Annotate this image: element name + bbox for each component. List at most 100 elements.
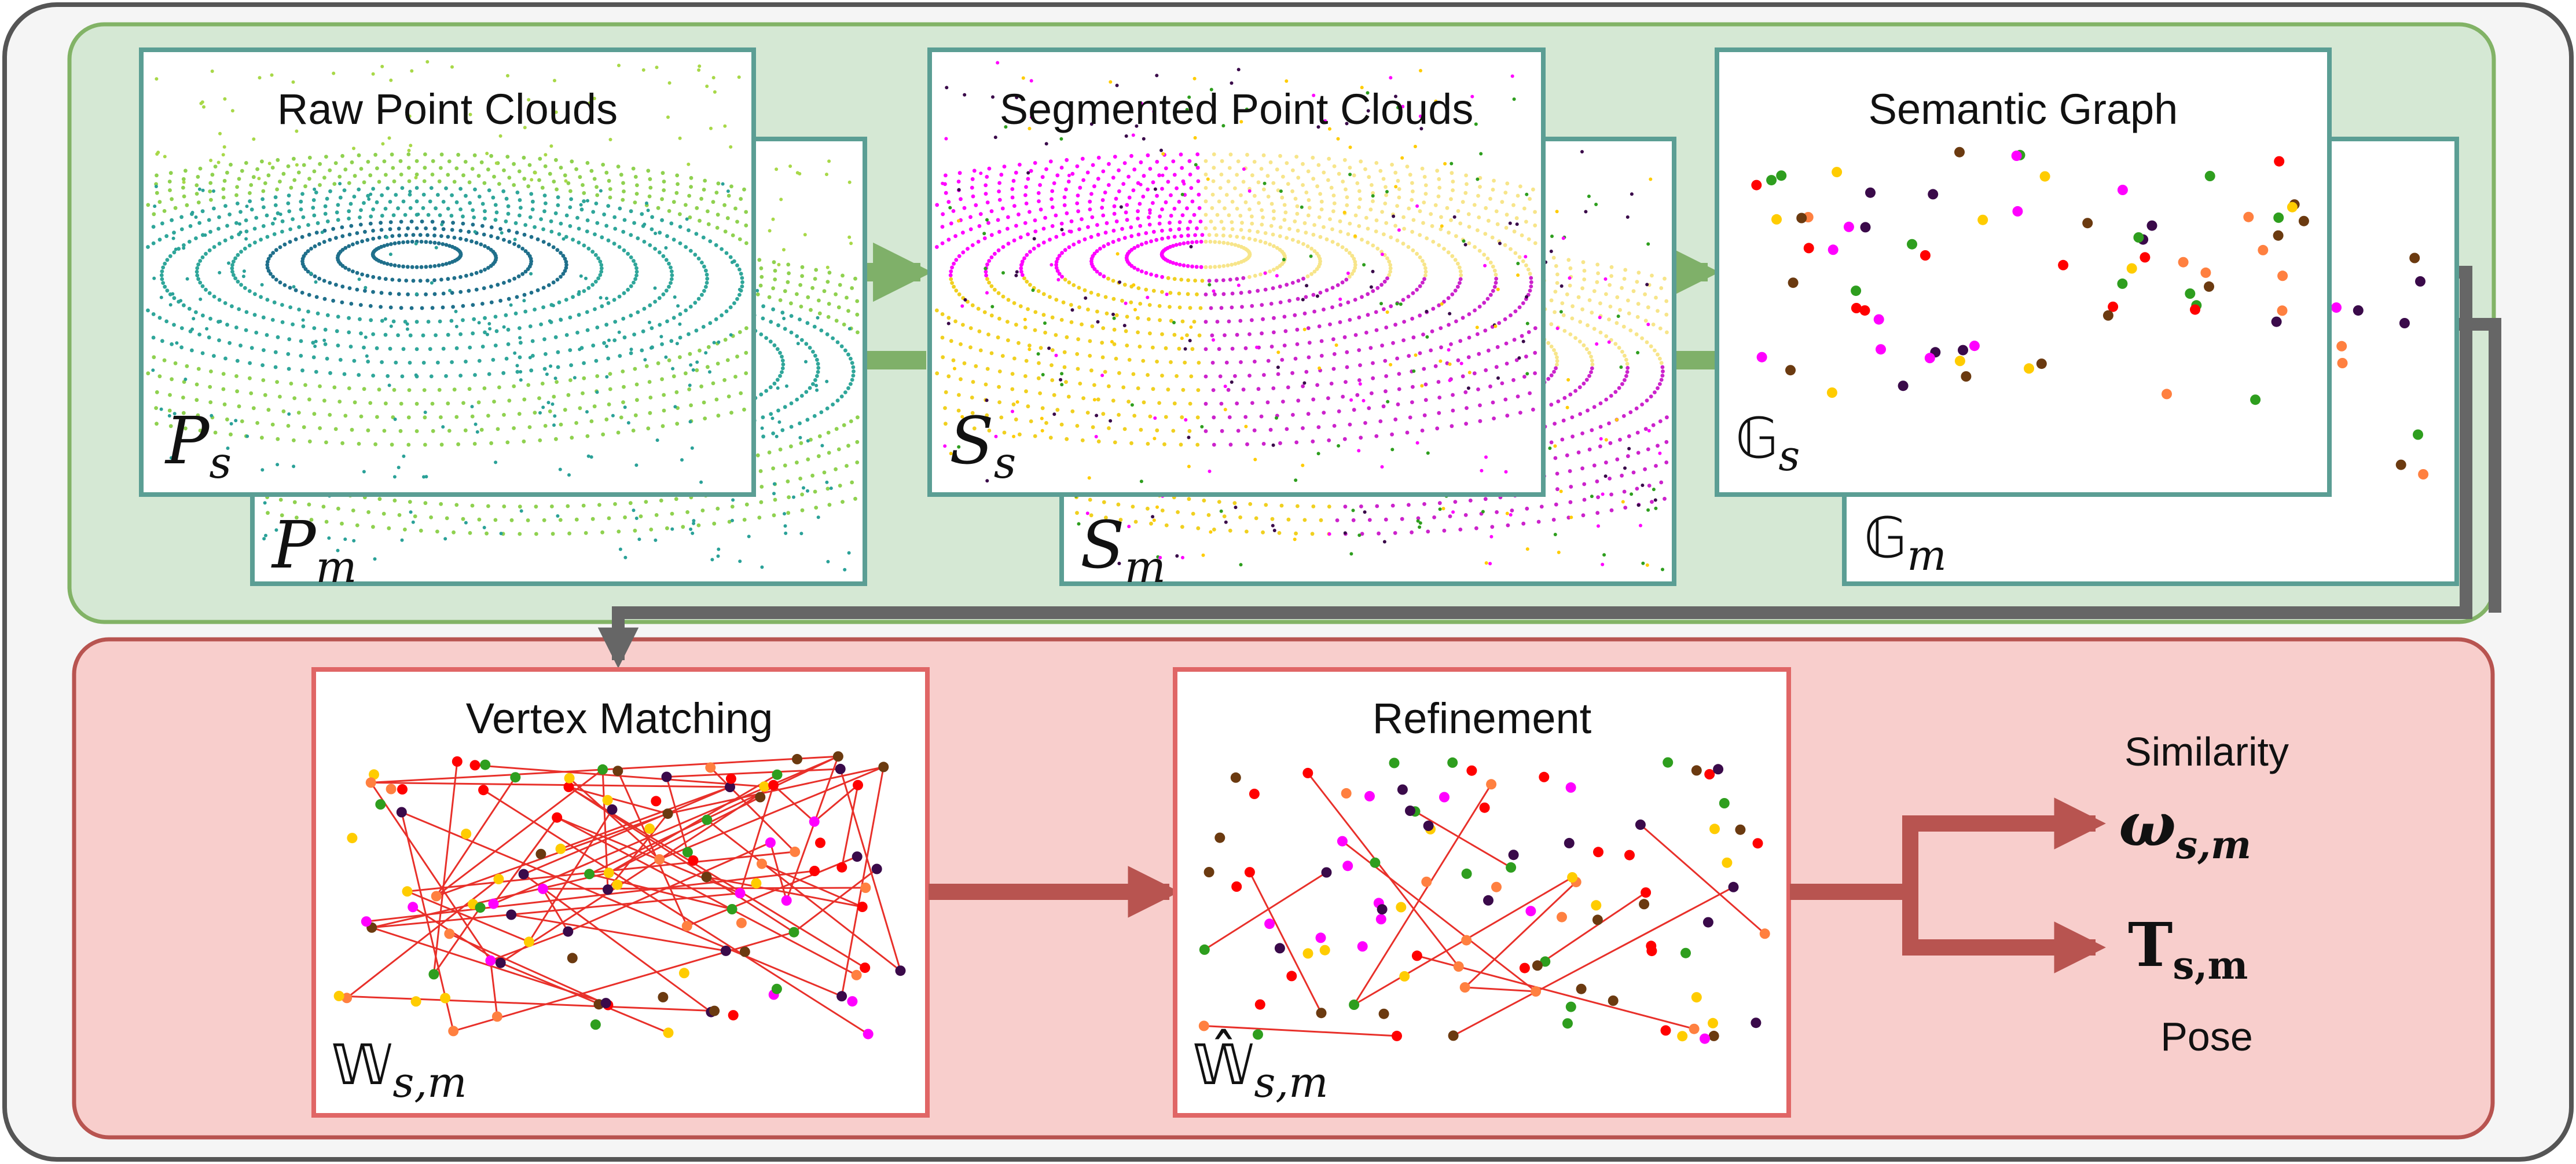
cloud-point xyxy=(648,320,651,324)
cloud-point xyxy=(261,378,266,382)
cloud-point xyxy=(473,230,477,234)
cloud-point xyxy=(648,411,652,415)
cloud-point xyxy=(1077,240,1081,244)
cloud-point xyxy=(342,372,347,376)
cloud-point xyxy=(266,257,271,261)
cloud-point xyxy=(742,187,746,192)
cloud-point xyxy=(1166,276,1170,280)
cloud-point xyxy=(1272,268,1276,272)
cloud-point xyxy=(340,248,345,252)
cloud-point xyxy=(475,430,479,434)
cloud-point xyxy=(1168,228,1173,232)
cloud-point xyxy=(561,254,566,258)
cloud-point xyxy=(551,245,556,250)
cloud-point xyxy=(146,203,151,207)
cloud-point xyxy=(564,262,568,267)
cloud-point xyxy=(1604,460,1608,465)
cloud-point xyxy=(689,185,693,189)
cloud-point xyxy=(454,503,459,507)
cloud-point xyxy=(1132,246,1137,250)
cloud-point xyxy=(172,230,176,235)
cloud-point xyxy=(168,424,173,429)
cloud-point xyxy=(613,502,617,506)
cloud-point xyxy=(856,415,860,420)
cloud-point xyxy=(207,218,211,222)
cloud-point xyxy=(1546,376,1551,381)
cloud-point xyxy=(238,210,243,214)
cloud-point xyxy=(432,278,436,283)
cloud-point xyxy=(332,182,337,186)
cloud-point xyxy=(331,226,335,231)
cloud-point xyxy=(1654,295,1658,300)
cloud-point xyxy=(571,237,575,242)
cloud-point xyxy=(172,296,177,301)
cloud-point xyxy=(1549,402,1554,407)
cloud-point xyxy=(1327,504,1331,509)
cloud-point xyxy=(670,527,674,531)
cloud-point xyxy=(401,240,405,244)
cloud-point xyxy=(548,171,552,176)
cloud-point xyxy=(769,320,773,324)
cloud-point xyxy=(523,223,528,227)
cloud-point xyxy=(1224,520,1228,524)
cloud-point xyxy=(434,246,438,250)
cloud-point xyxy=(486,266,490,270)
cloud-point xyxy=(489,234,493,239)
cloud-point xyxy=(649,227,654,232)
cloud-point xyxy=(513,237,517,241)
cloud-point xyxy=(1120,298,1124,303)
cloud-point xyxy=(1581,513,1586,518)
cloud-point xyxy=(585,328,590,332)
cloud-point xyxy=(706,365,710,369)
cloud-point xyxy=(1635,280,1639,284)
cloud-point xyxy=(851,365,856,369)
cloud-point xyxy=(512,242,516,246)
cloud-point xyxy=(160,269,164,273)
cloud-point xyxy=(799,532,803,536)
cloud-point xyxy=(486,504,490,508)
cloud-point xyxy=(177,247,181,251)
cloud-point xyxy=(744,371,748,375)
cloud-point xyxy=(1253,237,1257,242)
cloud-point xyxy=(678,355,682,360)
cloud-point xyxy=(311,119,315,123)
cloud-point xyxy=(1322,308,1326,312)
cloud-point xyxy=(733,206,737,211)
cloud-point xyxy=(382,429,387,433)
cloud-point xyxy=(611,413,615,418)
cloud-point xyxy=(633,528,637,533)
cloud-point xyxy=(216,160,221,164)
cloud-point xyxy=(472,317,476,321)
cloud-point xyxy=(737,237,742,241)
cloud-point xyxy=(582,376,586,380)
cloud-point xyxy=(535,237,540,241)
cloud-point xyxy=(637,537,641,541)
cloud-point xyxy=(529,192,534,196)
cloud-point xyxy=(1359,504,1363,508)
cloud-point xyxy=(366,360,370,364)
cloud-point xyxy=(541,285,546,290)
cloud-point xyxy=(322,240,326,244)
cloud-point xyxy=(541,227,545,232)
cloud-point xyxy=(1302,518,1307,522)
cloud-point xyxy=(499,532,503,536)
cloud-point xyxy=(842,423,846,427)
cloud-point xyxy=(515,191,520,195)
cloud-point xyxy=(155,191,159,195)
cloud-point xyxy=(544,352,548,356)
cloud-point xyxy=(515,364,519,368)
cloud-point xyxy=(185,277,189,281)
cloud-point xyxy=(831,336,835,341)
cloud-point xyxy=(488,327,492,331)
cloud-point xyxy=(827,503,832,507)
cloud-point xyxy=(825,406,830,411)
cloud-point xyxy=(717,547,721,551)
cloud-point xyxy=(168,303,173,307)
cloud-point xyxy=(574,517,579,522)
cloud-point xyxy=(410,265,414,269)
cloud-point xyxy=(163,284,167,289)
cloud-point xyxy=(529,368,534,373)
cloud-point xyxy=(366,428,370,433)
cloud-point xyxy=(522,292,527,297)
cloud-point xyxy=(1601,562,1605,566)
